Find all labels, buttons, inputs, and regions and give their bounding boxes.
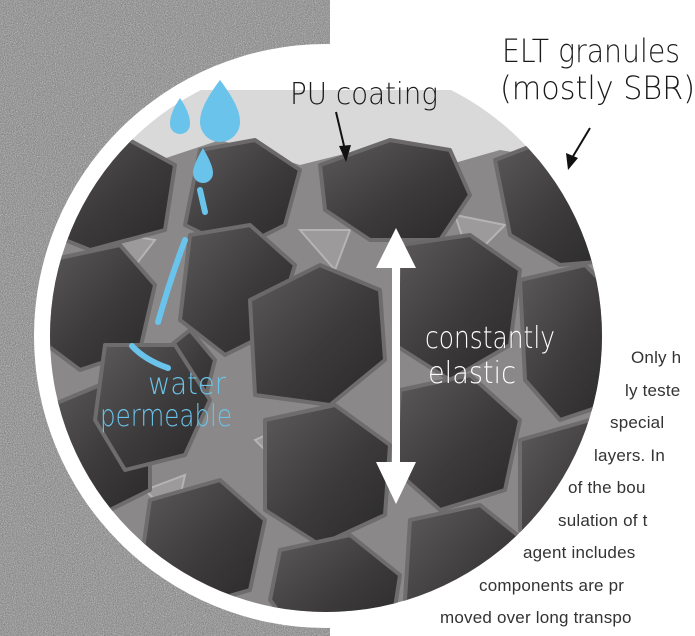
water-drop-icon: [200, 80, 240, 142]
elt-granules-sublabel: (mostly SBR): [500, 69, 695, 107]
body-text-line: sulation of t: [558, 511, 648, 530]
body-text-line: layers. In: [594, 446, 665, 465]
water-permeable-label-1: water: [148, 367, 227, 402]
elastic-double-arrow: [376, 228, 416, 504]
water-drop-icon: [193, 148, 213, 183]
water-permeable-label-2: permeable: [100, 399, 232, 434]
elt-granules-label: ELT granules: [502, 32, 680, 70]
body-text-line: special: [610, 413, 665, 432]
constantly-elastic-label-2: elastic: [428, 356, 516, 391]
water-drop-icon: [170, 98, 190, 134]
water-flow-path: [129, 187, 208, 371]
body-text-line: moved over long transpo: [440, 608, 632, 627]
body-text-line: of the bou: [568, 478, 646, 497]
pu-coating-label: PU coating: [290, 77, 438, 112]
body-text-line: ly teste: [625, 381, 681, 400]
body-text-line: agent includes: [523, 543, 636, 562]
body-text-line: components are pr: [479, 576, 625, 595]
water-drops: [170, 80, 240, 183]
label-pointers: [335, 111, 591, 170]
body-text-line: Only h: [631, 348, 682, 367]
constantly-elastic-label-1: constantly: [425, 321, 555, 356]
